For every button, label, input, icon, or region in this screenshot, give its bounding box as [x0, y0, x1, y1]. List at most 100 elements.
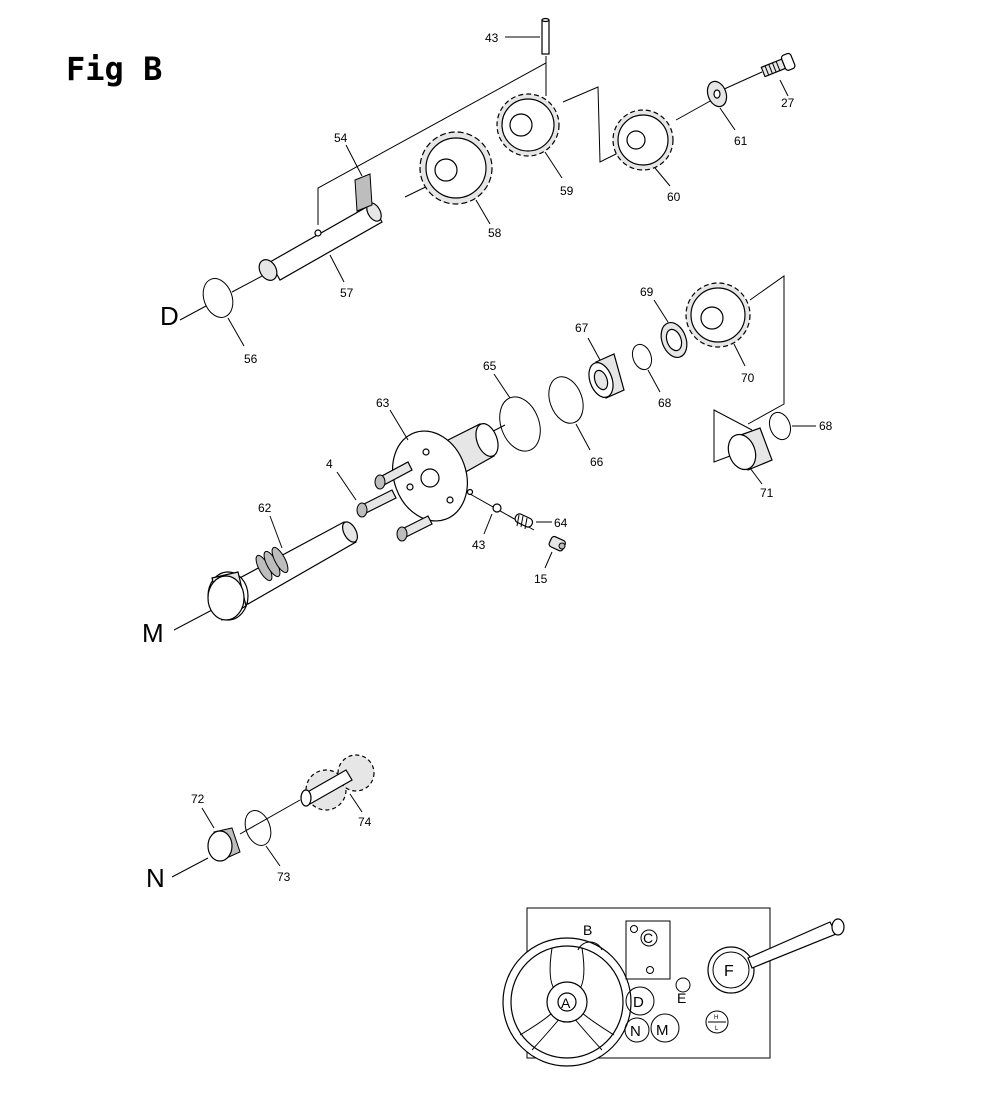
plate-C-hole-bottom — [646, 966, 654, 974]
knob-D — [625, 986, 655, 1016]
knob-B — [577, 941, 603, 951]
callout-54: 54 — [334, 131, 348, 145]
assembly-label-D: D — [160, 301, 179, 331]
part-4-socket-screws — [356, 461, 433, 542]
leader-54 — [345, 144, 363, 177]
leader-M — [173, 609, 213, 631]
leader-70 — [733, 343, 746, 367]
handwheel-center — [557, 992, 577, 1012]
leader-68a — [647, 369, 661, 393]
knob-C — [640, 929, 658, 947]
part-71-sleeve — [727, 427, 773, 471]
panel-label-C: C — [643, 930, 653, 946]
leader-74 — [349, 793, 363, 813]
callout-72: 72 — [191, 792, 205, 806]
part-72-plug — [207, 827, 241, 862]
part-60-gear — [612, 109, 674, 171]
callout-61: 61 — [734, 134, 748, 148]
leader-67 — [587, 337, 601, 361]
knob-M — [650, 1013, 680, 1043]
leader-N — [171, 857, 209, 878]
panel-label-F: F — [724, 963, 734, 980]
callout-62: 62 — [258, 501, 272, 515]
part-74-gear-shaft — [300, 754, 375, 811]
panel-label-N: N — [630, 1023, 641, 1040]
part-63-flange — [392, 423, 499, 522]
panel-label-A: A — [561, 995, 571, 1011]
callout-69: 69 — [640, 285, 654, 299]
leader-56 — [227, 317, 245, 347]
callout-71: 71 — [760, 486, 774, 500]
axis-washer — [675, 99, 713, 121]
part-70-gear — [685, 282, 751, 348]
part-27-screw — [760, 52, 796, 78]
panel-label-L: L — [715, 1026, 719, 1032]
leader-65 — [493, 373, 511, 399]
callout-15: 15 — [534, 572, 548, 586]
axis-N — [239, 799, 301, 835]
callout-64: 64 — [554, 516, 568, 530]
part-54-key — [354, 173, 373, 212]
callout-70: 70 — [741, 371, 755, 385]
callout-56: 56 — [244, 352, 258, 366]
panel-label-B: B — [583, 922, 592, 938]
leader-66 — [575, 423, 591, 451]
leader-58 — [475, 199, 491, 225]
lever-F-hub — [712, 951, 750, 989]
part-68-snap-ring — [631, 343, 653, 371]
panel-label-M: M — [656, 1022, 669, 1039]
callout-60: 60 — [667, 190, 681, 204]
leader-71 — [749, 467, 763, 485]
leader-63 — [389, 409, 409, 441]
part-59-gear — [496, 93, 560, 157]
callout-4: 4 — [326, 457, 333, 471]
leader-4 — [336, 471, 357, 501]
part-64-spring — [514, 513, 534, 530]
leader-43b — [483, 513, 493, 535]
callout-58: 58 — [488, 226, 502, 240]
control-panel-locator: A B C D N M E H L — [502, 907, 845, 1067]
leader-62 — [269, 515, 283, 549]
panel-label-D: D — [633, 994, 644, 1011]
leader-72 — [201, 807, 215, 829]
axis-bracket-M-right — [747, 275, 785, 425]
callout-67: 67 — [575, 321, 589, 335]
selector-HL — [705, 1010, 729, 1034]
callout-27: 27 — [781, 96, 795, 110]
callout-68b: 68 — [819, 419, 833, 433]
callout-57: 57 — [340, 286, 354, 300]
plate-C — [625, 920, 671, 980]
panel-label-E: E — [677, 990, 686, 1006]
part-15-setscrew — [548, 535, 566, 552]
callout-66: 66 — [590, 455, 604, 469]
callout-43b: 43 — [472, 538, 486, 552]
leader-61 — [719, 107, 736, 131]
callout-65: 65 — [483, 359, 497, 373]
part-43-pin — [541, 17, 550, 55]
part-65-o-ring — [499, 396, 541, 452]
part-43-ball — [492, 503, 502, 513]
lever-F-grip — [831, 918, 845, 936]
knob-E — [675, 977, 691, 993]
part-62-shaft — [207, 521, 358, 621]
leader-D — [179, 305, 207, 321]
axis-screw — [721, 71, 763, 91]
callout-63: 63 — [376, 396, 390, 410]
figure-title: Fig B — [66, 50, 163, 88]
leader-57 — [329, 254, 345, 283]
axis-bracket-right — [562, 86, 621, 163]
axis-ring-56 — [231, 273, 267, 293]
assembly-label-N: N — [146, 863, 165, 893]
knob-N — [624, 1017, 650, 1043]
leader-60 — [654, 167, 671, 187]
leader-69 — [653, 299, 669, 323]
part-67-bearing — [588, 353, 625, 399]
part-66-ring — [548, 376, 584, 424]
part-56-ring — [202, 278, 234, 318]
axis-bracket-sleeve — [713, 409, 753, 463]
part-57-shaft — [258, 202, 383, 281]
leader-27 — [779, 79, 789, 97]
plate-C-hole-top — [630, 925, 638, 933]
